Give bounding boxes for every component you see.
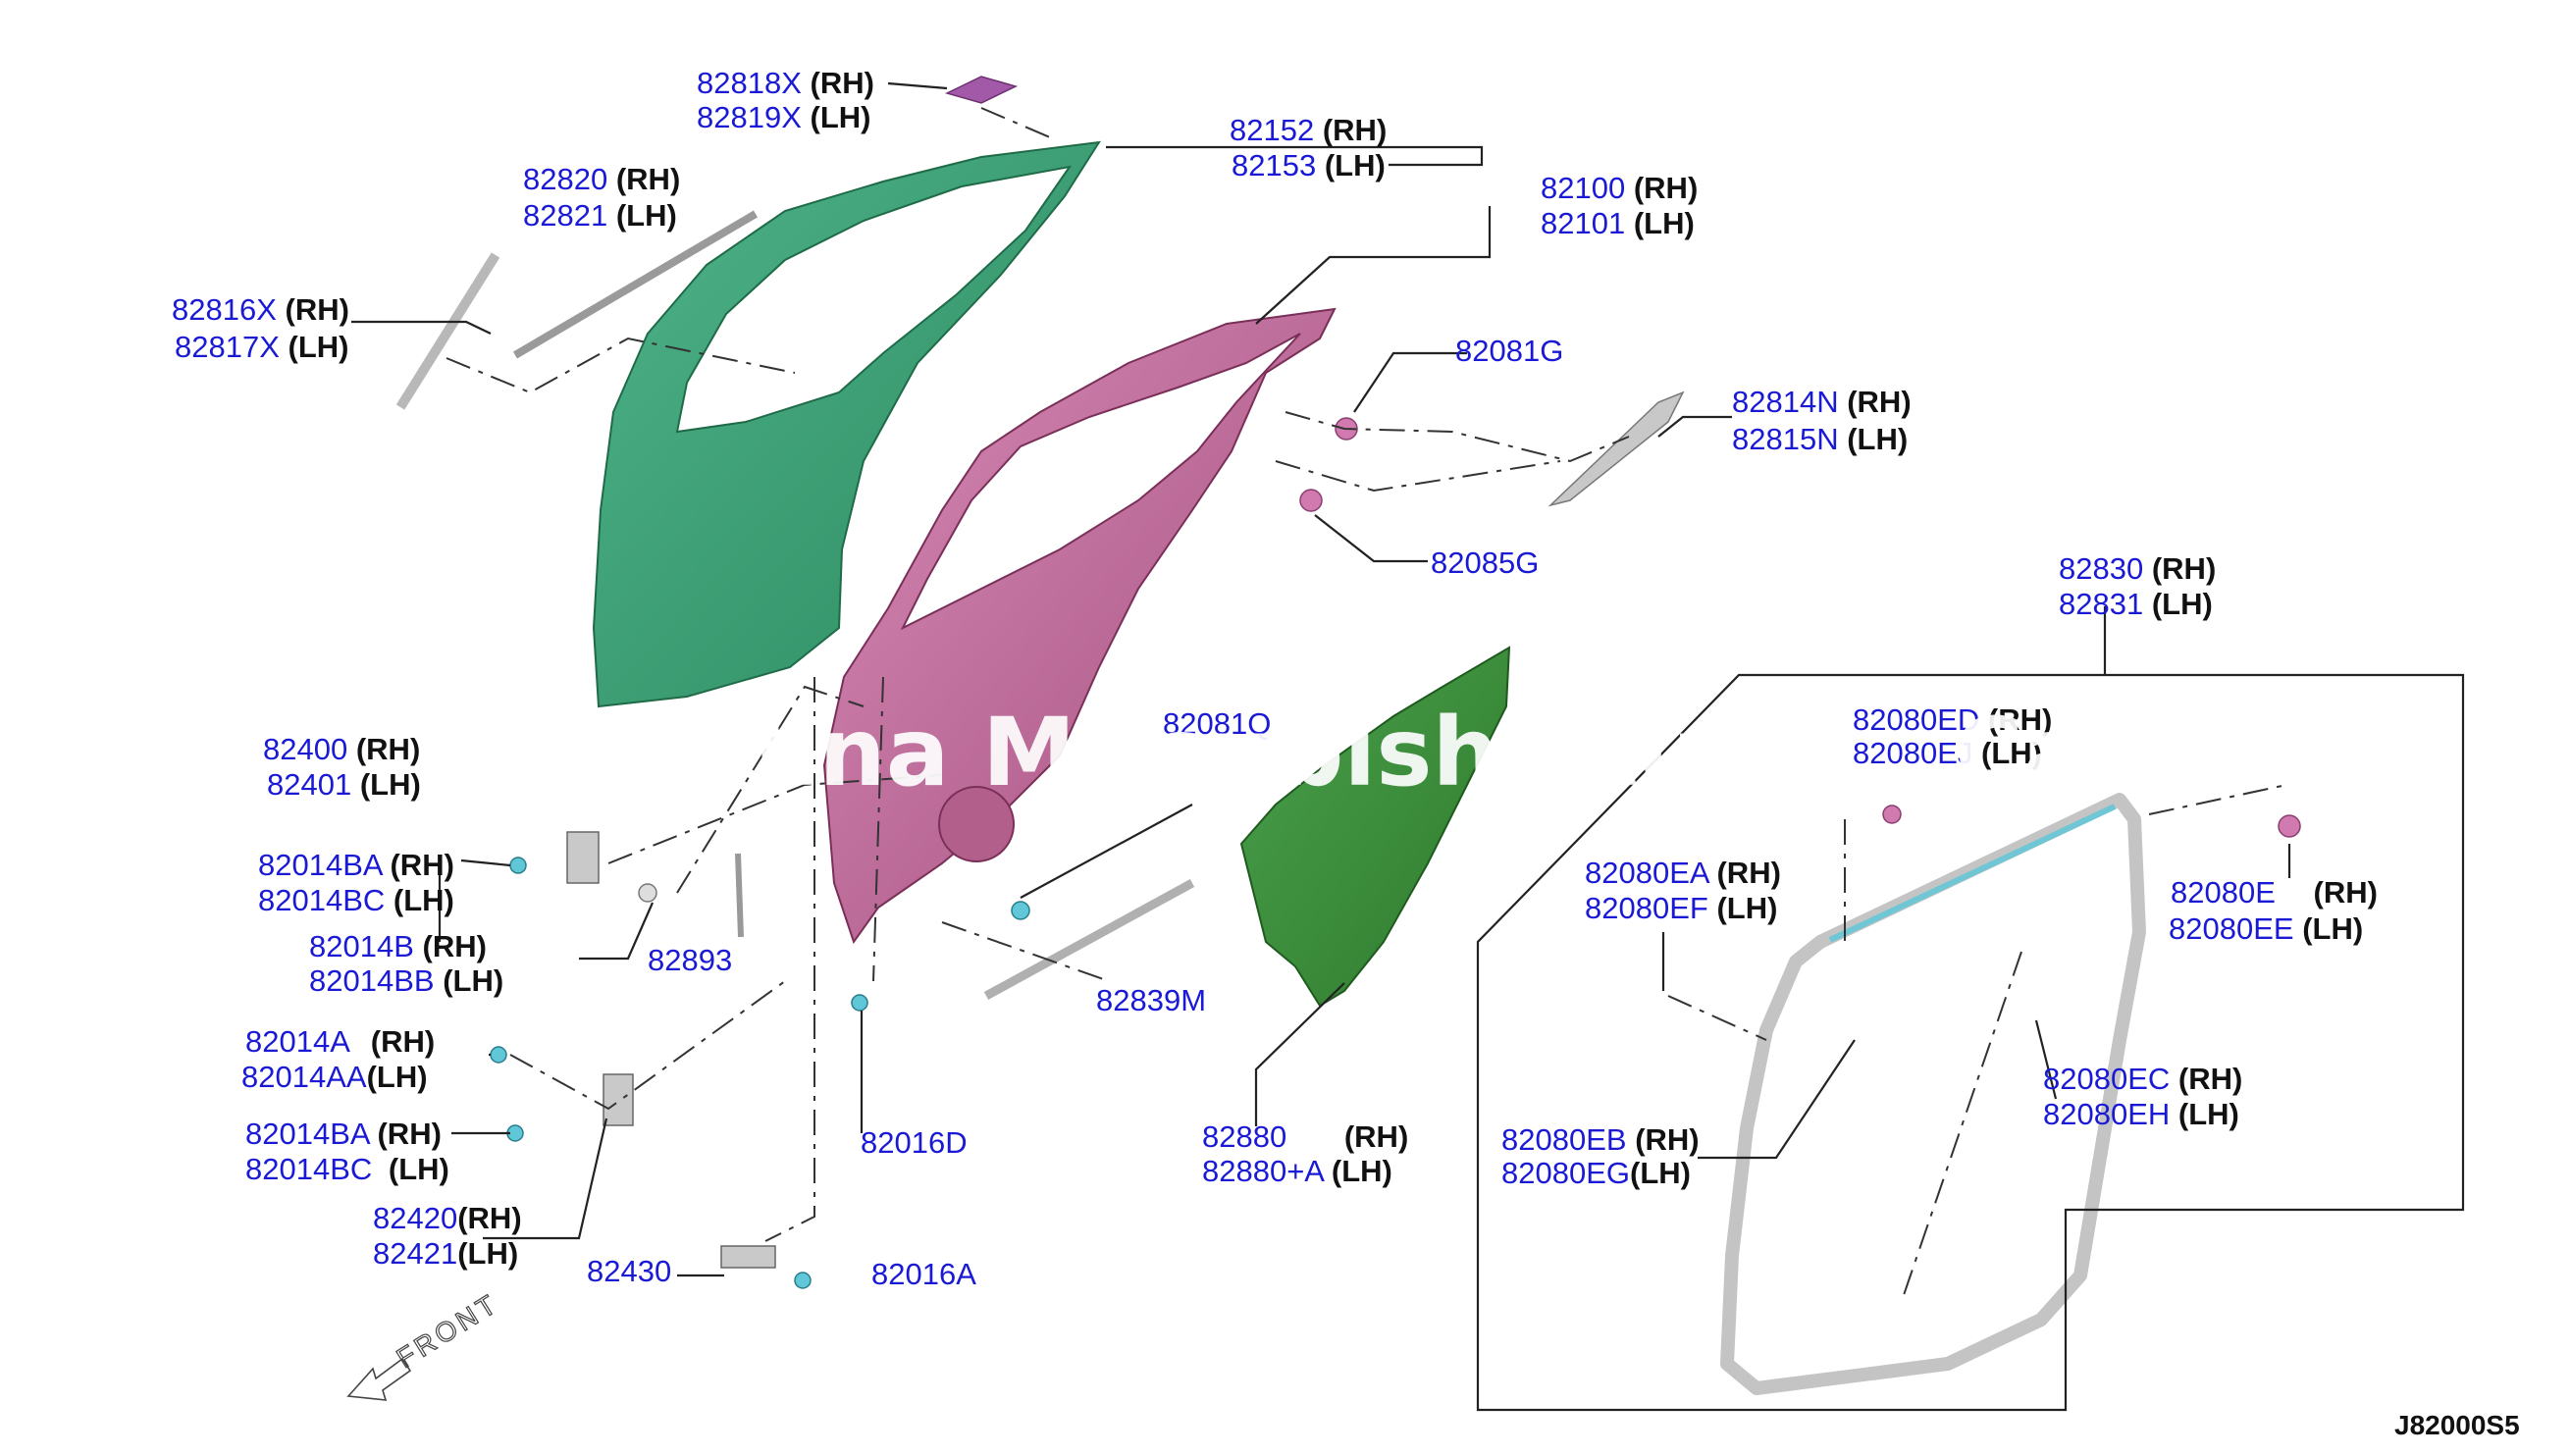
weatherstrip-82830 bbox=[1720, 793, 2146, 1395]
callout-82080EH[interactable]: 82080EH (LH) bbox=[2043, 1097, 2239, 1131]
callout-82080EJ[interactable]: 82080EJ (LH) bbox=[1853, 736, 2042, 770]
part-illustrations bbox=[395, 76, 2301, 1395]
inset-box-82830 bbox=[1476, 673, 2465, 1412]
callout-82080EE[interactable]: 82080EE (LH) bbox=[2169, 911, 2363, 946]
callout-82814N[interactable]: 82814N (RH) bbox=[1732, 385, 1912, 419]
molding-82893 bbox=[735, 853, 744, 938]
weatherstrip-upper-trim bbox=[1828, 804, 2117, 943]
diagram-reference: J82000S5 bbox=[2394, 1410, 2520, 1440]
inner-door-speaker-hole bbox=[938, 786, 1015, 862]
callout-82830[interactable]: 82830 (RH) bbox=[2059, 551, 2216, 586]
callout-82014BB[interactable]: 82014BB (LH) bbox=[309, 963, 503, 998]
callout-82014BA-lower[interactable]: 82014BA (RH) bbox=[245, 1117, 442, 1151]
watermark: Carolina Mitsubishi Auto... Car... bbox=[510, 698, 2228, 807]
callout-82839M[interactable]: 82839M bbox=[1096, 983, 1206, 1017]
callout-82080EB[interactable]: 82080EB (RH) bbox=[1501, 1122, 1700, 1157]
hinge-82400 bbox=[566, 831, 600, 884]
callout-82014BC-upper[interactable]: 82014BC (LH) bbox=[258, 883, 454, 917]
callout-82101[interactable]: 82101 (LH) bbox=[1541, 206, 1695, 240]
callout-82815N[interactable]: 82815N (LH) bbox=[1732, 422, 1908, 456]
clip-82014BA-upper bbox=[509, 857, 527, 874]
callout-82401[interactable]: 82401 (LH) bbox=[267, 767, 421, 802]
callout-82014A[interactable]: 82014A (RH) bbox=[245, 1024, 435, 1059]
callout-82014AA[interactable]: 82014AA(LH) bbox=[241, 1060, 428, 1094]
callout-82014BC-lower[interactable]: 82014BC (LH) bbox=[245, 1152, 449, 1186]
outer-door-window bbox=[675, 165, 1073, 434]
callout-82819X[interactable]: 82819X (LH) bbox=[697, 100, 871, 134]
callout-82016A[interactable]: 82016A bbox=[871, 1257, 976, 1291]
hinge-82420 bbox=[603, 1073, 634, 1126]
callout-82014BA-upper[interactable]: 82014BA (RH) bbox=[258, 848, 454, 882]
callout-82400[interactable]: 82400 (RH) bbox=[263, 732, 420, 766]
front-arrow-icon bbox=[346, 1357, 412, 1401]
callout-82081G[interactable]: 82081G bbox=[1455, 334, 1563, 368]
callout-82080E[interactable]: 82080E (RH) bbox=[2171, 875, 2378, 910]
front-label: FRONT bbox=[392, 1287, 504, 1374]
callout-82080EA[interactable]: 82080EA (RH) bbox=[1585, 856, 1781, 890]
inner-door-window bbox=[900, 333, 1301, 631]
grommets bbox=[1299, 417, 2301, 838]
clip-82016A bbox=[794, 1272, 812, 1289]
pad-82818X bbox=[944, 76, 1019, 104]
inner-door-panel bbox=[822, 307, 1337, 945]
callout-82420[interactable]: 82420(RH) bbox=[373, 1201, 522, 1235]
callout-82820[interactable]: 82820 (RH) bbox=[523, 162, 680, 196]
clip-82081Q bbox=[1011, 901, 1030, 920]
callout-82893[interactable]: 82893 bbox=[648, 943, 732, 977]
callout-82430[interactable]: 82430 bbox=[587, 1254, 671, 1288]
check-link-82430 bbox=[720, 1245, 776, 1269]
belt-molding-82820 bbox=[512, 210, 759, 359]
front-arrow: FRONT bbox=[346, 1286, 505, 1401]
door-trim-panel bbox=[1239, 646, 1511, 1008]
callout-82153[interactable]: 82153 (LH) bbox=[1232, 148, 1386, 182]
clip-82016D bbox=[851, 994, 868, 1012]
clip-82014A bbox=[490, 1046, 507, 1064]
leader-lines bbox=[351, 81, 2291, 1277]
callout-82080ED[interactable]: 82080ED (RH) bbox=[1853, 702, 2052, 737]
callout-82016D[interactable]: 82016D bbox=[861, 1125, 968, 1160]
grommet-82080E bbox=[2278, 814, 2301, 838]
callout-82816X[interactable]: 82816X (RH) bbox=[172, 292, 349, 327]
grommet-82085G bbox=[1299, 489, 1323, 512]
callout-82081Q[interactable]: 82081Q bbox=[1163, 706, 1271, 741]
callout-82821[interactable]: 82821 (LH) bbox=[523, 198, 677, 233]
seal-82839M bbox=[983, 879, 1195, 1000]
clips bbox=[490, 857, 1030, 1289]
callout-82100[interactable]: 82100 (RH) bbox=[1541, 171, 1698, 205]
sash-trim-82816X bbox=[395, 252, 500, 410]
callout-82152[interactable]: 82152 (RH) bbox=[1230, 113, 1387, 147]
callout-82080EC[interactable]: 82080EC (RH) bbox=[2043, 1062, 2242, 1096]
clip-82014B bbox=[638, 883, 657, 903]
callout-82080EF[interactable]: 82080EF (LH) bbox=[1585, 891, 1777, 925]
garnish-82814N bbox=[1547, 390, 1685, 507]
callouts: 82818X (RH) 82819X (LH) 82820 (RH) 82821… bbox=[172, 66, 2378, 1291]
assembly-lines bbox=[446, 107, 2287, 1296]
callout-82421[interactable]: 82421(LH) bbox=[373, 1236, 518, 1271]
callout-82014B[interactable]: 82014B (RH) bbox=[309, 929, 487, 963]
callout-82831[interactable]: 82831 (LH) bbox=[2059, 587, 2213, 621]
callout-82818X[interactable]: 82818X (RH) bbox=[697, 66, 874, 100]
outer-door-panel bbox=[592, 140, 1101, 708]
grommet-82080ED bbox=[1882, 805, 1902, 824]
callout-82817X[interactable]: 82817X (LH) bbox=[175, 330, 349, 364]
callout-82080EG[interactable]: 82080EG(LH) bbox=[1501, 1156, 1691, 1190]
callout-82085G[interactable]: 82085G bbox=[1431, 546, 1539, 580]
callout-82880[interactable]: 82880 (RH) bbox=[1202, 1119, 1408, 1154]
callout-82880A[interactable]: 82880+A (LH) bbox=[1202, 1154, 1392, 1188]
